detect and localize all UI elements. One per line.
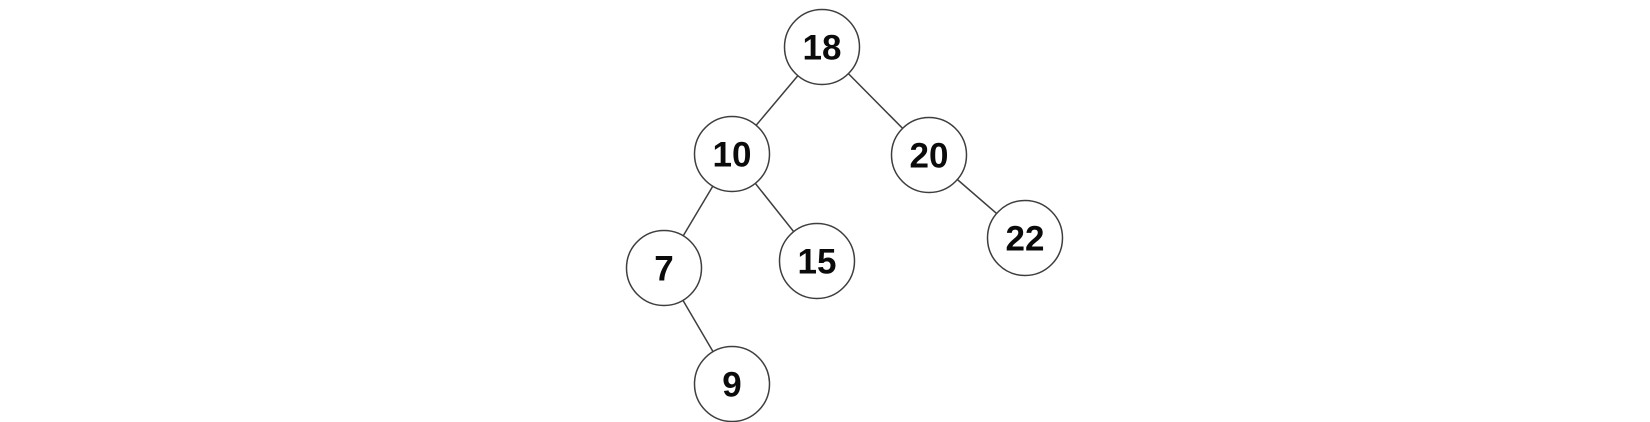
tree-node-18: 18 (783, 8, 861, 86)
tree-node-7: 7 (625, 229, 703, 307)
tree-node-label: 20 (910, 137, 949, 176)
tree-node-22: 22 (986, 199, 1064, 277)
tree-node-20: 20 (890, 116, 968, 194)
tree-node-circle (778, 222, 856, 300)
tree-node-15: 15 (778, 222, 856, 300)
tree-node-9: 9 (693, 345, 771, 422)
tree-node-label: 15 (798, 243, 837, 282)
tree-node-label: 7 (654, 250, 673, 289)
tree-node-circle (625, 229, 703, 307)
tree-node-circle (693, 115, 771, 193)
tree-node-circle (783, 8, 861, 86)
tree-node-label: 22 (1006, 220, 1045, 259)
tree-node-circle (890, 116, 968, 194)
tree-node-label: 10 (713, 136, 752, 175)
tree-node-label: 9 (722, 366, 741, 405)
tree-node-label: 18 (803, 29, 842, 68)
tree-node-10: 10 (693, 115, 771, 193)
tree-node-circle (986, 199, 1064, 277)
